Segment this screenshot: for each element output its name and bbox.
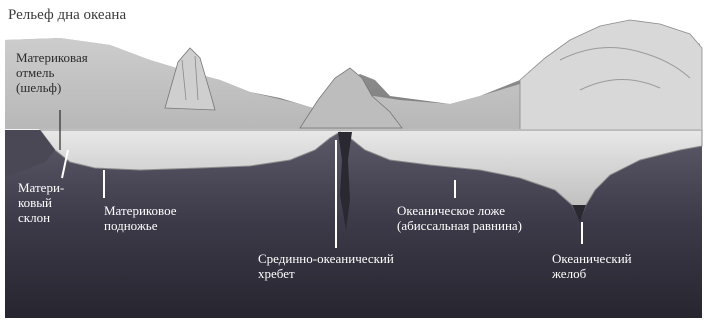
label-line: желоб [552,266,632,281]
label-line: Океаническое ложе [397,203,522,218]
label-continental-slope: Матери- ковый склон [18,180,64,225]
label-line: подножье [104,218,177,233]
label-line: ковый [18,195,64,210]
label-line: склон [18,210,64,225]
label-line: Матери- [18,180,64,195]
label-line: Океанический [552,251,632,266]
label-mid-ocean-ridge: Срединно-океанический хребет [258,251,394,281]
label-line: (абиссальная равнина) [397,218,522,233]
label-continental-rise: Материковое подножье [104,203,177,233]
diagram-title: Рельеф дна океана [8,8,126,23]
label-line: хребет [258,266,394,281]
label-line: Материковая [16,50,88,65]
label-line: отмель [16,65,88,80]
right-land-mass [520,20,702,130]
label-line: (шельф) [16,80,88,95]
label-ocean-floor: Океаническое ложе (абиссальная равнина) [397,203,522,233]
label-continental-shelf: Материковая отмель (шельф) [16,50,88,95]
label-line: Материковое [104,203,177,218]
label-ocean-trench: Океанический желоб [552,251,632,281]
label-line: Срединно-океанический [258,251,394,266]
